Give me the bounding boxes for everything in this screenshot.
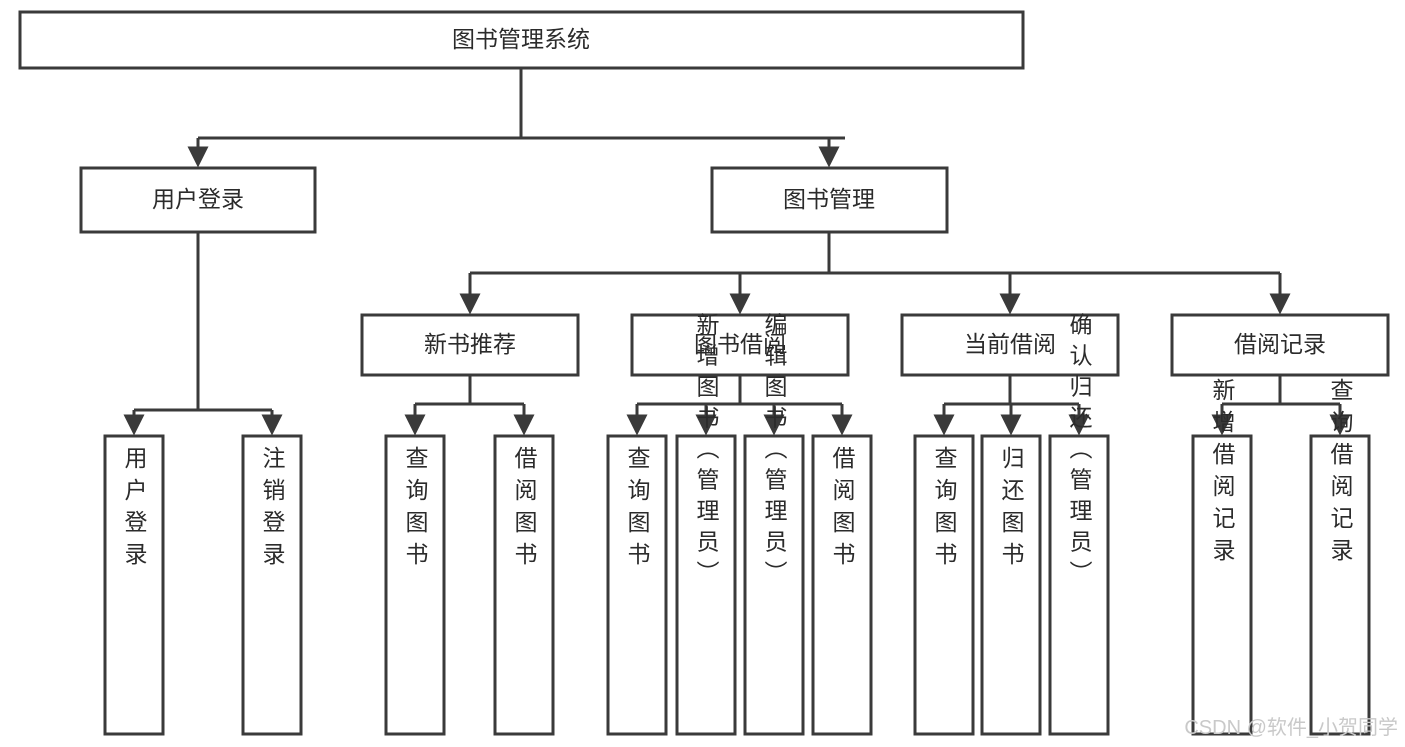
connector-newbook-to-leaves [404, 375, 535, 436]
node-leaf-return-book-label: 归还图书 [998, 446, 1025, 574]
watermark-label: CSDN @软件_小贺同学 [1184, 716, 1398, 739]
node-book-manage[interactable]: 图书管理 [710, 166, 949, 234]
node-root-label: 图书管理系统 [452, 26, 590, 52]
node-leaf-add-book[interactable]: 新增图书（管理员） [675, 313, 737, 736]
node-leaf-query-record-label: 查询借阅记录 [1327, 378, 1354, 570]
node-book-manage-label: 图书管理 [783, 186, 875, 212]
node-leaf-query-book-2-label: 查询图书 [624, 446, 651, 574]
node-user-login[interactable]: 用户登录 [79, 166, 317, 234]
node-leaf-borrow-book-2[interactable]: 借阅图书 [811, 434, 873, 736]
node-current-borrow[interactable]: 当前借阅 [900, 313, 1120, 377]
node-leaf-borrow-book-2-label: 借阅图书 [829, 446, 856, 574]
node-leaf-query-book-1-label: 查询图书 [402, 446, 429, 574]
node-leaf-borrow-book-1[interactable]: 借阅图书 [493, 434, 555, 736]
node-leaf-add-record[interactable]: 新增借阅记录 [1191, 378, 1253, 736]
node-leaf-edit-book[interactable]: 编辑图书（管理员） [743, 313, 805, 736]
node-leaf-user-login-label: 用户登录 [121, 446, 148, 574]
node-user-login-label: 用户登录 [152, 186, 244, 212]
node-leaf-user-login[interactable]: 用户登录 [103, 434, 165, 736]
node-leaf-query-book-2[interactable]: 查询图书 [606, 434, 668, 736]
node-leaf-add-record-label: 新增借阅记录 [1209, 378, 1236, 570]
connector-borrowrecord-to-leaves [1211, 375, 1351, 436]
node-leaf-query-book-1[interactable]: 查询图书 [384, 434, 446, 736]
node-leaf-borrow-book-1-label: 借阅图书 [511, 446, 538, 574]
node-leaf-query-book-3[interactable]: 查询图书 [913, 434, 975, 736]
node-book-borrow-label: 图书借阅 [694, 331, 786, 357]
connector-root-to-level2 [187, 68, 845, 168]
node-leaf-logout-login-label: 注销登录 [259, 446, 286, 574]
node-leaf-query-record[interactable]: 查询借阅记录 [1309, 378, 1371, 736]
node-leaf-logout-login[interactable]: 注销登录 [241, 434, 303, 736]
node-root[interactable]: 图书管理系统 [18, 10, 1025, 70]
node-borrow-record[interactable]: 借阅记录 [1170, 313, 1390, 377]
connector-currentborrow-to-leaves [933, 375, 1090, 436]
node-new-book-rec[interactable]: 新书推荐 [360, 313, 580, 377]
node-leaf-confirm-return-label: 确认归还（管理员） [1066, 313, 1093, 592]
node-leaf-return-book[interactable]: 归还图书 [980, 434, 1042, 736]
node-borrow-record-label: 借阅记录 [1234, 331, 1326, 357]
node-current-borrow-label: 当前借阅 [964, 331, 1056, 357]
node-book-borrow[interactable]: 图书借阅 [630, 313, 850, 377]
node-leaf-query-book-3-label: 查询图书 [931, 446, 958, 574]
node-leaf-add-book-label: 新增图书（管理员） [693, 313, 720, 592]
connector-bookborrow-to-leaves [626, 375, 853, 436]
node-leaf-confirm-return[interactable]: 确认归还（管理员） [1048, 313, 1110, 736]
connector-bookmanage-to-level3 [459, 232, 1291, 315]
connector-userlogin-to-leaves [123, 232, 283, 436]
node-new-book-rec-label: 新书推荐 [424, 331, 516, 357]
node-leaf-edit-book-label: 编辑图书（管理员） [761, 313, 788, 592]
